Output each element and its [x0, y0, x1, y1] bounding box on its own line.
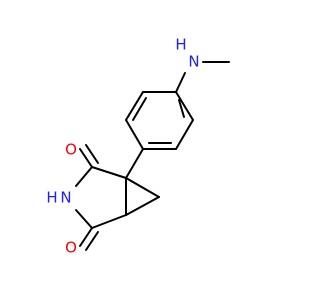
bond-ring-double-1 — [178, 99, 185, 118]
bond-c2-ch — [91, 214, 127, 229]
bond-c2-o-b — [85, 231, 99, 251]
bond-cq-c1 — [91, 166, 127, 179]
bond-cq-ch2 — [125, 177, 160, 198]
bond-aryl-cq — [125, 148, 144, 179]
bond-n-c2 — [75, 209, 93, 229]
atom-h-ring: H — [46, 189, 57, 207]
bond-layer — [75, 61, 230, 251]
bond-c1-o-a — [79, 148, 93, 168]
atom-o-upper: O — [65, 141, 77, 159]
bond-ring-4 — [125, 119, 144, 150]
atom-n-top: N — [188, 53, 199, 71]
bond-ring-2 — [175, 119, 194, 150]
bond-c1-n — [75, 166, 93, 187]
bond-ring-1 — [175, 91, 194, 121]
atom-labels: H N O H N O — [46, 36, 199, 257]
atom-n-ring: N — [60, 189, 71, 207]
bond-ch-ch2 — [125, 196, 160, 216]
atom-h-top: H — [175, 36, 186, 54]
bond-c2-o-a — [79, 227, 93, 247]
bond-ring-5 — [125, 91, 144, 121]
bond-n-aryl — [175, 72, 186, 93]
molecule-structure: H N O H N O — [46, 36, 230, 257]
bond-ring-double-3 — [132, 97, 147, 121]
atom-o-lower: O — [65, 239, 77, 257]
bond-c1-o-b — [85, 144, 99, 164]
